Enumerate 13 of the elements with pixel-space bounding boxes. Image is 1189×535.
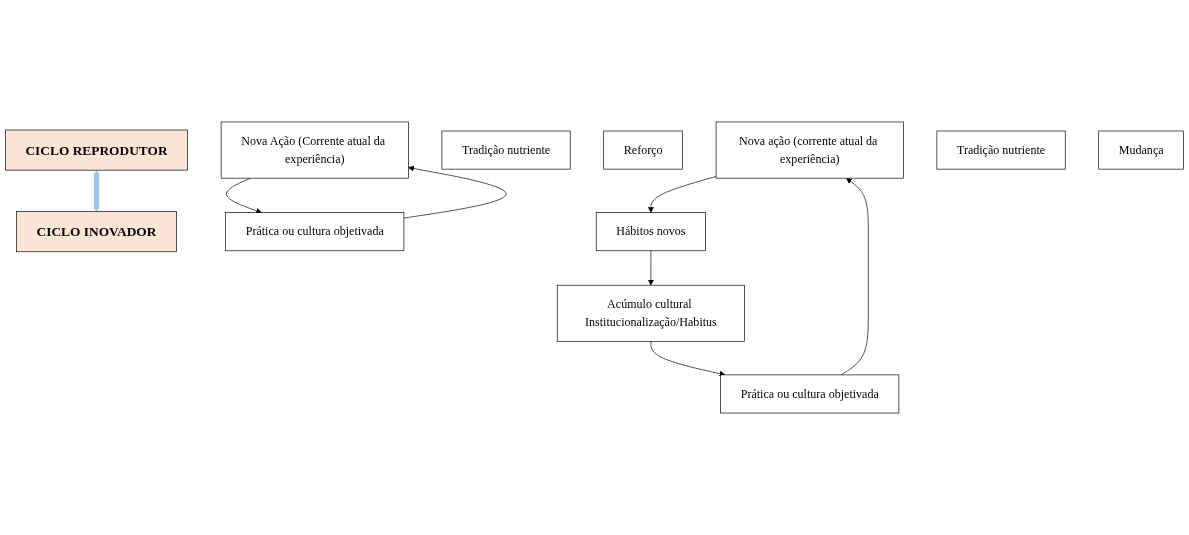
- node-box: Prática ou cultura objetivada: [720, 374, 900, 414]
- node-box: Mudança: [1098, 130, 1184, 170]
- node-box: Nova Ação (Corrente atual da experiência): [220, 121, 409, 179]
- node-box: Hábitos novos: [595, 212, 706, 252]
- node-box: Reforço: [603, 130, 683, 170]
- node-box: Prática ou cultura objetivada: [225, 212, 405, 252]
- node-box: Tradição nutriente: [936, 130, 1066, 170]
- node-box: Nova ação (corrente atual da experiência): [715, 121, 904, 179]
- node-box: CICLO REPRODUTOR: [5, 129, 188, 171]
- node-box: Tradição nutriente: [441, 130, 571, 170]
- node-box: CICLO INOVADOR: [16, 211, 177, 253]
- arrow: [93, 170, 100, 212]
- node-box: Acúmulo cultural Institucionalização/Habitus: [556, 284, 745, 342]
